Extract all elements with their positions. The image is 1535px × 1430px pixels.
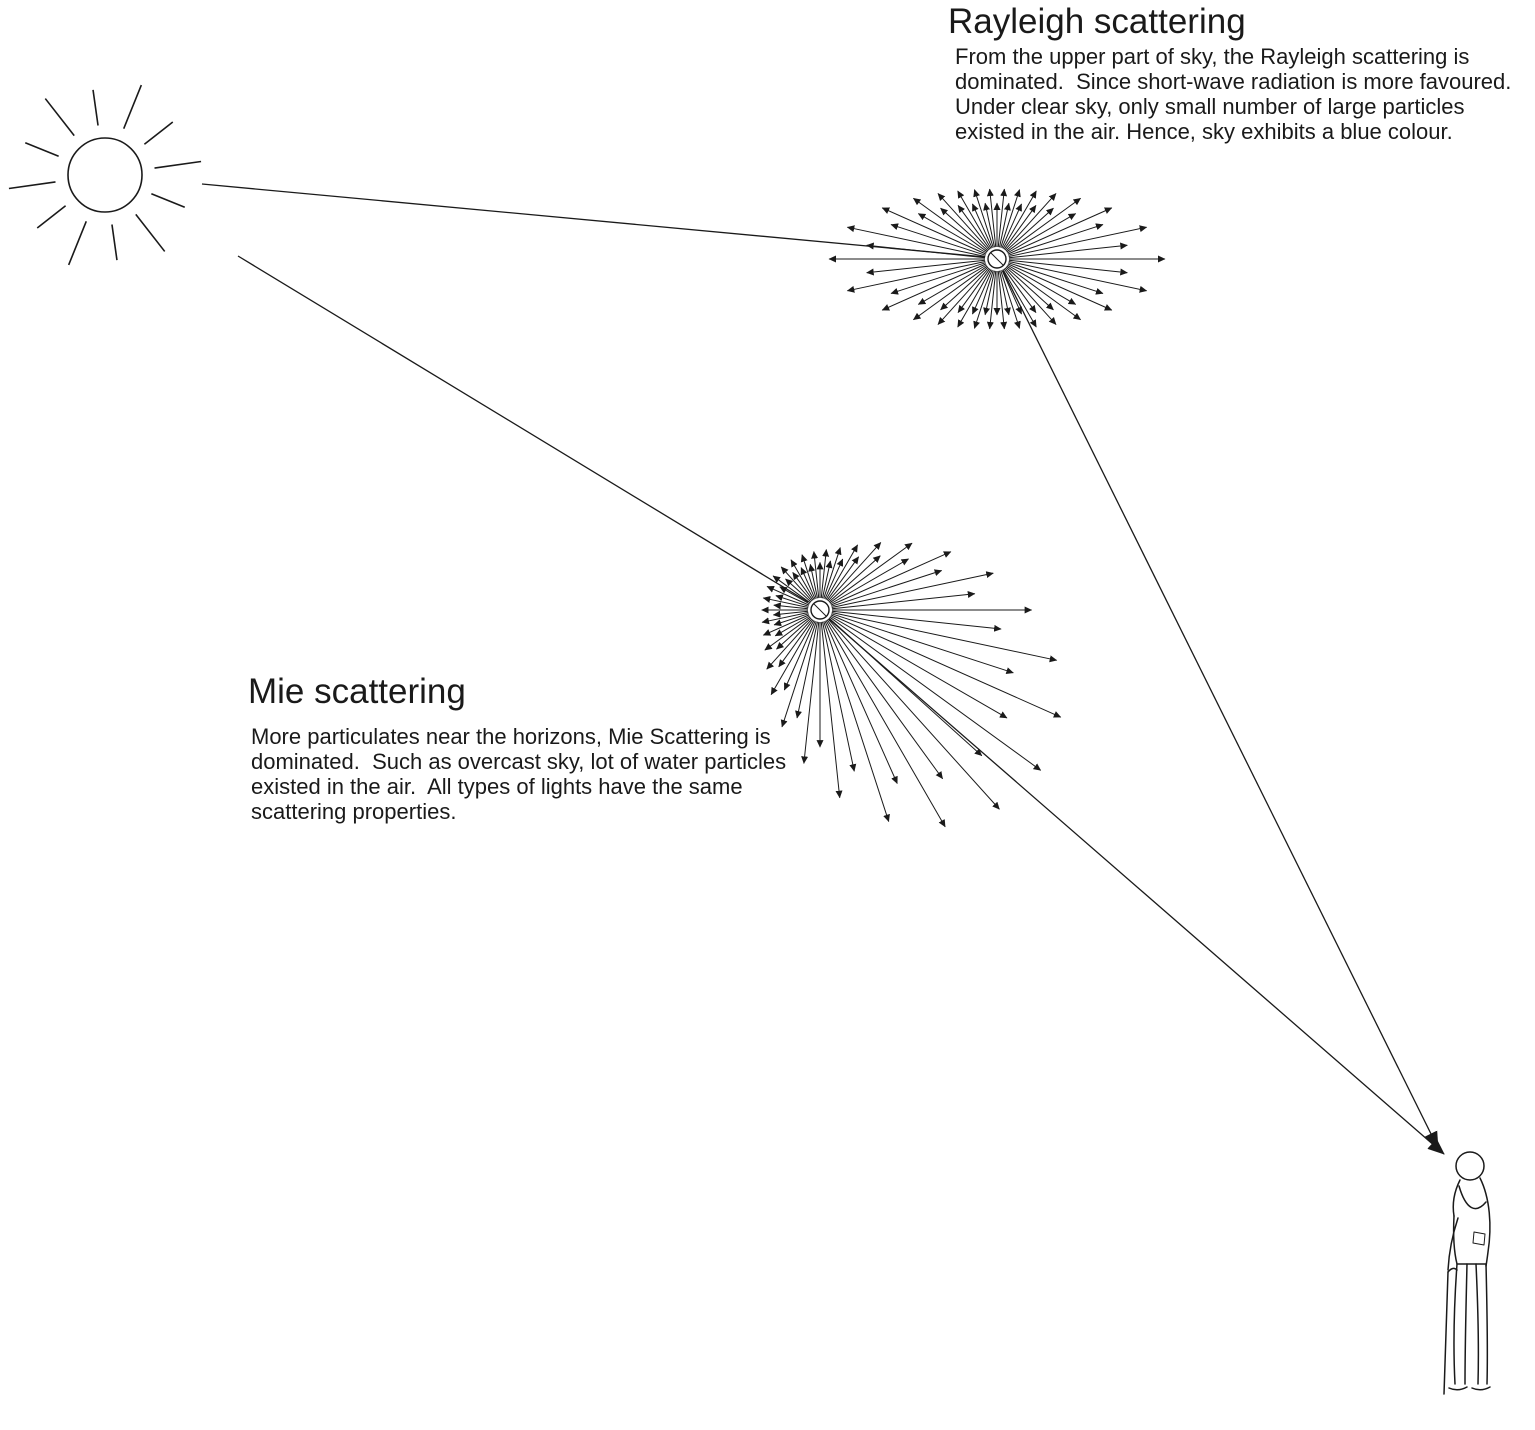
mie-description: More particulates near the horizons, Mie…	[251, 724, 793, 824]
mie-to-observer-arrow	[828, 618, 1445, 1155]
rayleigh-scatter-burst	[828, 188, 1166, 330]
observer-person	[1443, 1151, 1491, 1395]
rayleigh-to-observer-arrow	[1002, 270, 1439, 1149]
mie-title: Mie scattering	[248, 672, 466, 711]
sunray-to-mie-line	[237, 255, 809, 603]
rayleigh-description: From the upper part of sky, the Rayleigh…	[955, 44, 1518, 144]
mie-scatter-burst	[761, 542, 1062, 828]
rayleigh-title: Rayleigh scattering	[948, 2, 1246, 41]
sun-icon	[8, 84, 202, 266]
sunray-to-rayleigh-line	[201, 183, 986, 258]
